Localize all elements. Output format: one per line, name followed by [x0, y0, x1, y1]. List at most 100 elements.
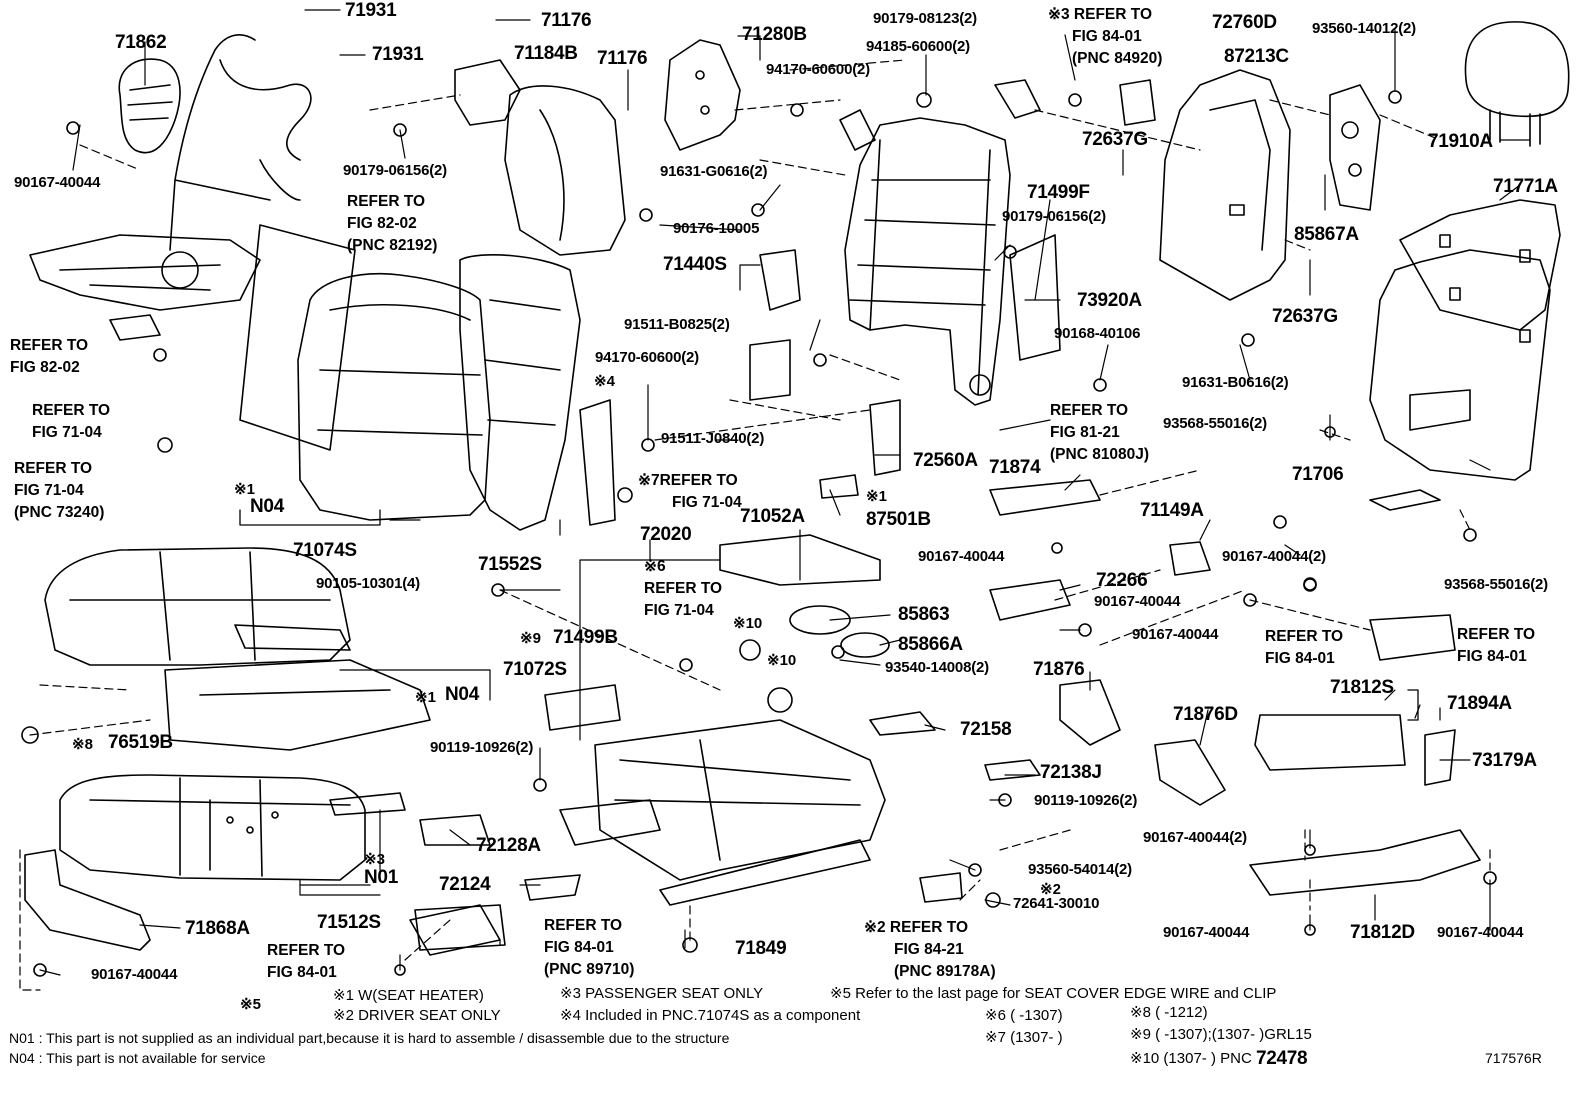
ref-fig-84-01-b[interactable]: REFER TO FIG 84-01 — [1457, 624, 1535, 668]
mark-10-b: ※10 — [767, 652, 797, 669]
label-71552s: 71552S — [478, 554, 542, 575]
ref-line: (PNC 89178A) — [894, 963, 996, 980]
ref-line: FIG 84-01 — [1457, 648, 1527, 665]
ref-line: ※2 REFER TO — [864, 919, 968, 936]
mark-4: ※4 — [594, 373, 615, 390]
legend-10: ※10 (1307- ) PNC 72478 — [1130, 1047, 1308, 1069]
label-71512s: 71512S — [317, 912, 381, 933]
mark-9: ※9 — [520, 630, 541, 647]
ref-line: REFER TO — [267, 942, 346, 959]
ref-line: ※6 — [644, 558, 666, 575]
label-93560-14012: 93560-14012(2) — [1312, 20, 1416, 37]
label-85866a: 85866A — [898, 634, 963, 655]
note-n04: N04 : This part is not available for ser… — [9, 1050, 266, 1066]
seatback-cover-illustration — [239, 224, 491, 521]
label-94170-60600-a: 94170-60600(2) — [766, 61, 870, 78]
ref-fig-71-04-a[interactable]: REFER TO FIG 71-04 — [32, 400, 110, 444]
legend-4: ※4 Included in PNC.71074S as a component — [560, 1007, 861, 1024]
ref-line: FIG 84-01 — [1265, 650, 1335, 667]
label-85863: 85863 — [898, 604, 950, 625]
label-72158: 72158 — [960, 719, 1012, 740]
ref-line: ※7REFER TO — [638, 472, 738, 489]
ref-line: FIG 84-21 — [894, 941, 964, 958]
ref-line: (PNC 89710) — [544, 961, 635, 978]
label-71706: 71706 — [1292, 464, 1344, 485]
label-91511-b0825: 91511-B0825(2) — [624, 316, 730, 333]
ref-line: (PNC 81080J) — [1050, 446, 1150, 463]
harness-illustration — [29, 34, 312, 341]
rear-bracket-illustration — [1159, 69, 1381, 301]
ref-line: (PNC 84920) — [1072, 50, 1163, 67]
label-71876d: 71876D — [1173, 704, 1238, 725]
ref-fig-81-21[interactable]: REFER TO FIG 81-21 (PNC 81080J) — [1050, 400, 1149, 466]
ref-fig-71-04-c[interactable]: ※6 REFER TO FIG 71-04 — [644, 556, 722, 622]
label-93560-54014: 93560-54014(2) — [1028, 861, 1132, 878]
mark-3: ※3 — [364, 851, 385, 868]
label-90119-10926-a: 90119-10926(2) — [430, 739, 534, 756]
ref-line: FIG 82-02 — [10, 359, 80, 376]
label-71771a: 71771A — [1493, 176, 1558, 197]
ref-fig-84-01-c[interactable]: REFER TO FIG 84-01 — [267, 940, 345, 984]
label-94185-60600: 94185-60600(2) — [866, 38, 970, 55]
label-71052a: 71052A — [740, 506, 805, 527]
label-71499f: 71499F — [1027, 182, 1090, 203]
label-91631-g0616: 91631-G0616(2) — [660, 163, 768, 180]
label-90179-06156-a: 90179-06156(2) — [343, 162, 447, 179]
label-85867a: 85867A — [1294, 224, 1359, 245]
ref-fig-71-04-b[interactable]: ※7REFER TO FIG 71-04 — [638, 470, 742, 514]
seatback-board-illustration — [1369, 199, 1561, 511]
bar-71868a-illustration — [24, 849, 151, 951]
mark-1-n04: ※1 — [234, 481, 255, 498]
label-93568-55016-b: 93568-55016(2) — [1444, 576, 1548, 593]
ref-fig-84-01-pnc-89710[interactable]: REFER TO FIG 84-01 (PNC 89710) — [544, 915, 634, 981]
label-71812d: 71812D — [1350, 922, 1415, 943]
label-71812s: 71812S — [1330, 677, 1394, 698]
label-71280b: 71280B — [742, 24, 807, 45]
ref-fig-84-21[interactable]: ※2 REFER TO FIG 84-21 (PNC 89178A) — [864, 917, 996, 983]
legend-6: ※6 ( -1307) — [985, 1007, 1063, 1024]
label-90179-06156-b: 90179-06156(2) — [1002, 208, 1106, 225]
label-72138j: 72138J — [1040, 762, 1102, 783]
ref-fig-82-02[interactable]: REFER TO FIG 82-02 — [10, 335, 88, 379]
ref-line: FIG 84-01 — [544, 939, 614, 956]
legend-7: ※7 (1307- ) — [985, 1029, 1063, 1046]
label-n04-a: N04 — [250, 496, 284, 517]
label-90179-08123: 90179-08123(2) — [873, 10, 977, 27]
legend-3: ※3 PASSENGER SEAT ONLY — [560, 985, 764, 1002]
ref-line: REFER TO — [1457, 626, 1536, 643]
label-72641-30010: 72641-30010 — [1013, 895, 1100, 912]
label-90167-40044-a: 90167-40044 — [14, 174, 101, 191]
legend-8: ※8 ( -1212) — [1130, 1004, 1208, 1021]
ref-line: REFER TO — [644, 580, 723, 597]
label-91631-b0616: 91631-B0616(2) — [1182, 374, 1289, 391]
group-brackets — [239, 509, 1419, 886]
cushion-pad-illustration — [59, 774, 366, 881]
ref-line: FIG 71-04 — [14, 482, 84, 499]
ref-line: FIG 71-04 — [672, 494, 742, 511]
mark-8: ※8 — [72, 736, 93, 753]
label-73920a: 73920A — [1077, 290, 1142, 311]
label-90119-10926-b: 90119-10926(2) — [1034, 792, 1138, 809]
label-72020: 72020 — [640, 524, 692, 545]
label-73179a: 73179A — [1472, 750, 1537, 771]
label-71149a: 71149A — [1140, 500, 1204, 521]
label-87213c: 87213C — [1224, 46, 1289, 67]
label-71849: 71849 — [735, 938, 787, 959]
label-90167-40044-g: 90167-40044 — [1163, 924, 1250, 941]
dashed-lines — [19, 59, 1491, 991]
legend-5: ※5 Refer to the last page for SEAT COVER… — [830, 985, 1277, 1002]
ref-line: REFER TO — [1050, 402, 1129, 419]
seatback-frame-illustration — [839, 79, 1041, 406]
bracket-71280b-illustration — [664, 39, 741, 151]
ref-fig-71-04-pnc-73240[interactable]: REFER TO FIG 71-04 (PNC 73240) — [14, 458, 104, 524]
label-90168-40106: 90168-40106 — [1054, 325, 1141, 342]
mark-1-n04-b: ※1 — [415, 689, 436, 706]
ref-fig-84-01-pnc-84920[interactable]: ※3 REFER TO FIG 84-01 (PNC 84920) — [1048, 4, 1162, 70]
label-90167-40044-e: 90167-40044 — [1132, 626, 1219, 643]
ref-fig-82-02-pnc-82192[interactable]: REFER TO FIG 82-02 (PNC 82192) — [347, 191, 437, 257]
label-90176-10005: 90176-10005 — [673, 220, 760, 237]
label-71176-top: 71176 — [541, 10, 592, 31]
ref-fig-84-01-a[interactable]: REFER TO FIG 84-01 — [1265, 626, 1343, 670]
ref-line: REFER TO — [14, 460, 93, 477]
pad-71184b-illustration — [454, 59, 626, 256]
